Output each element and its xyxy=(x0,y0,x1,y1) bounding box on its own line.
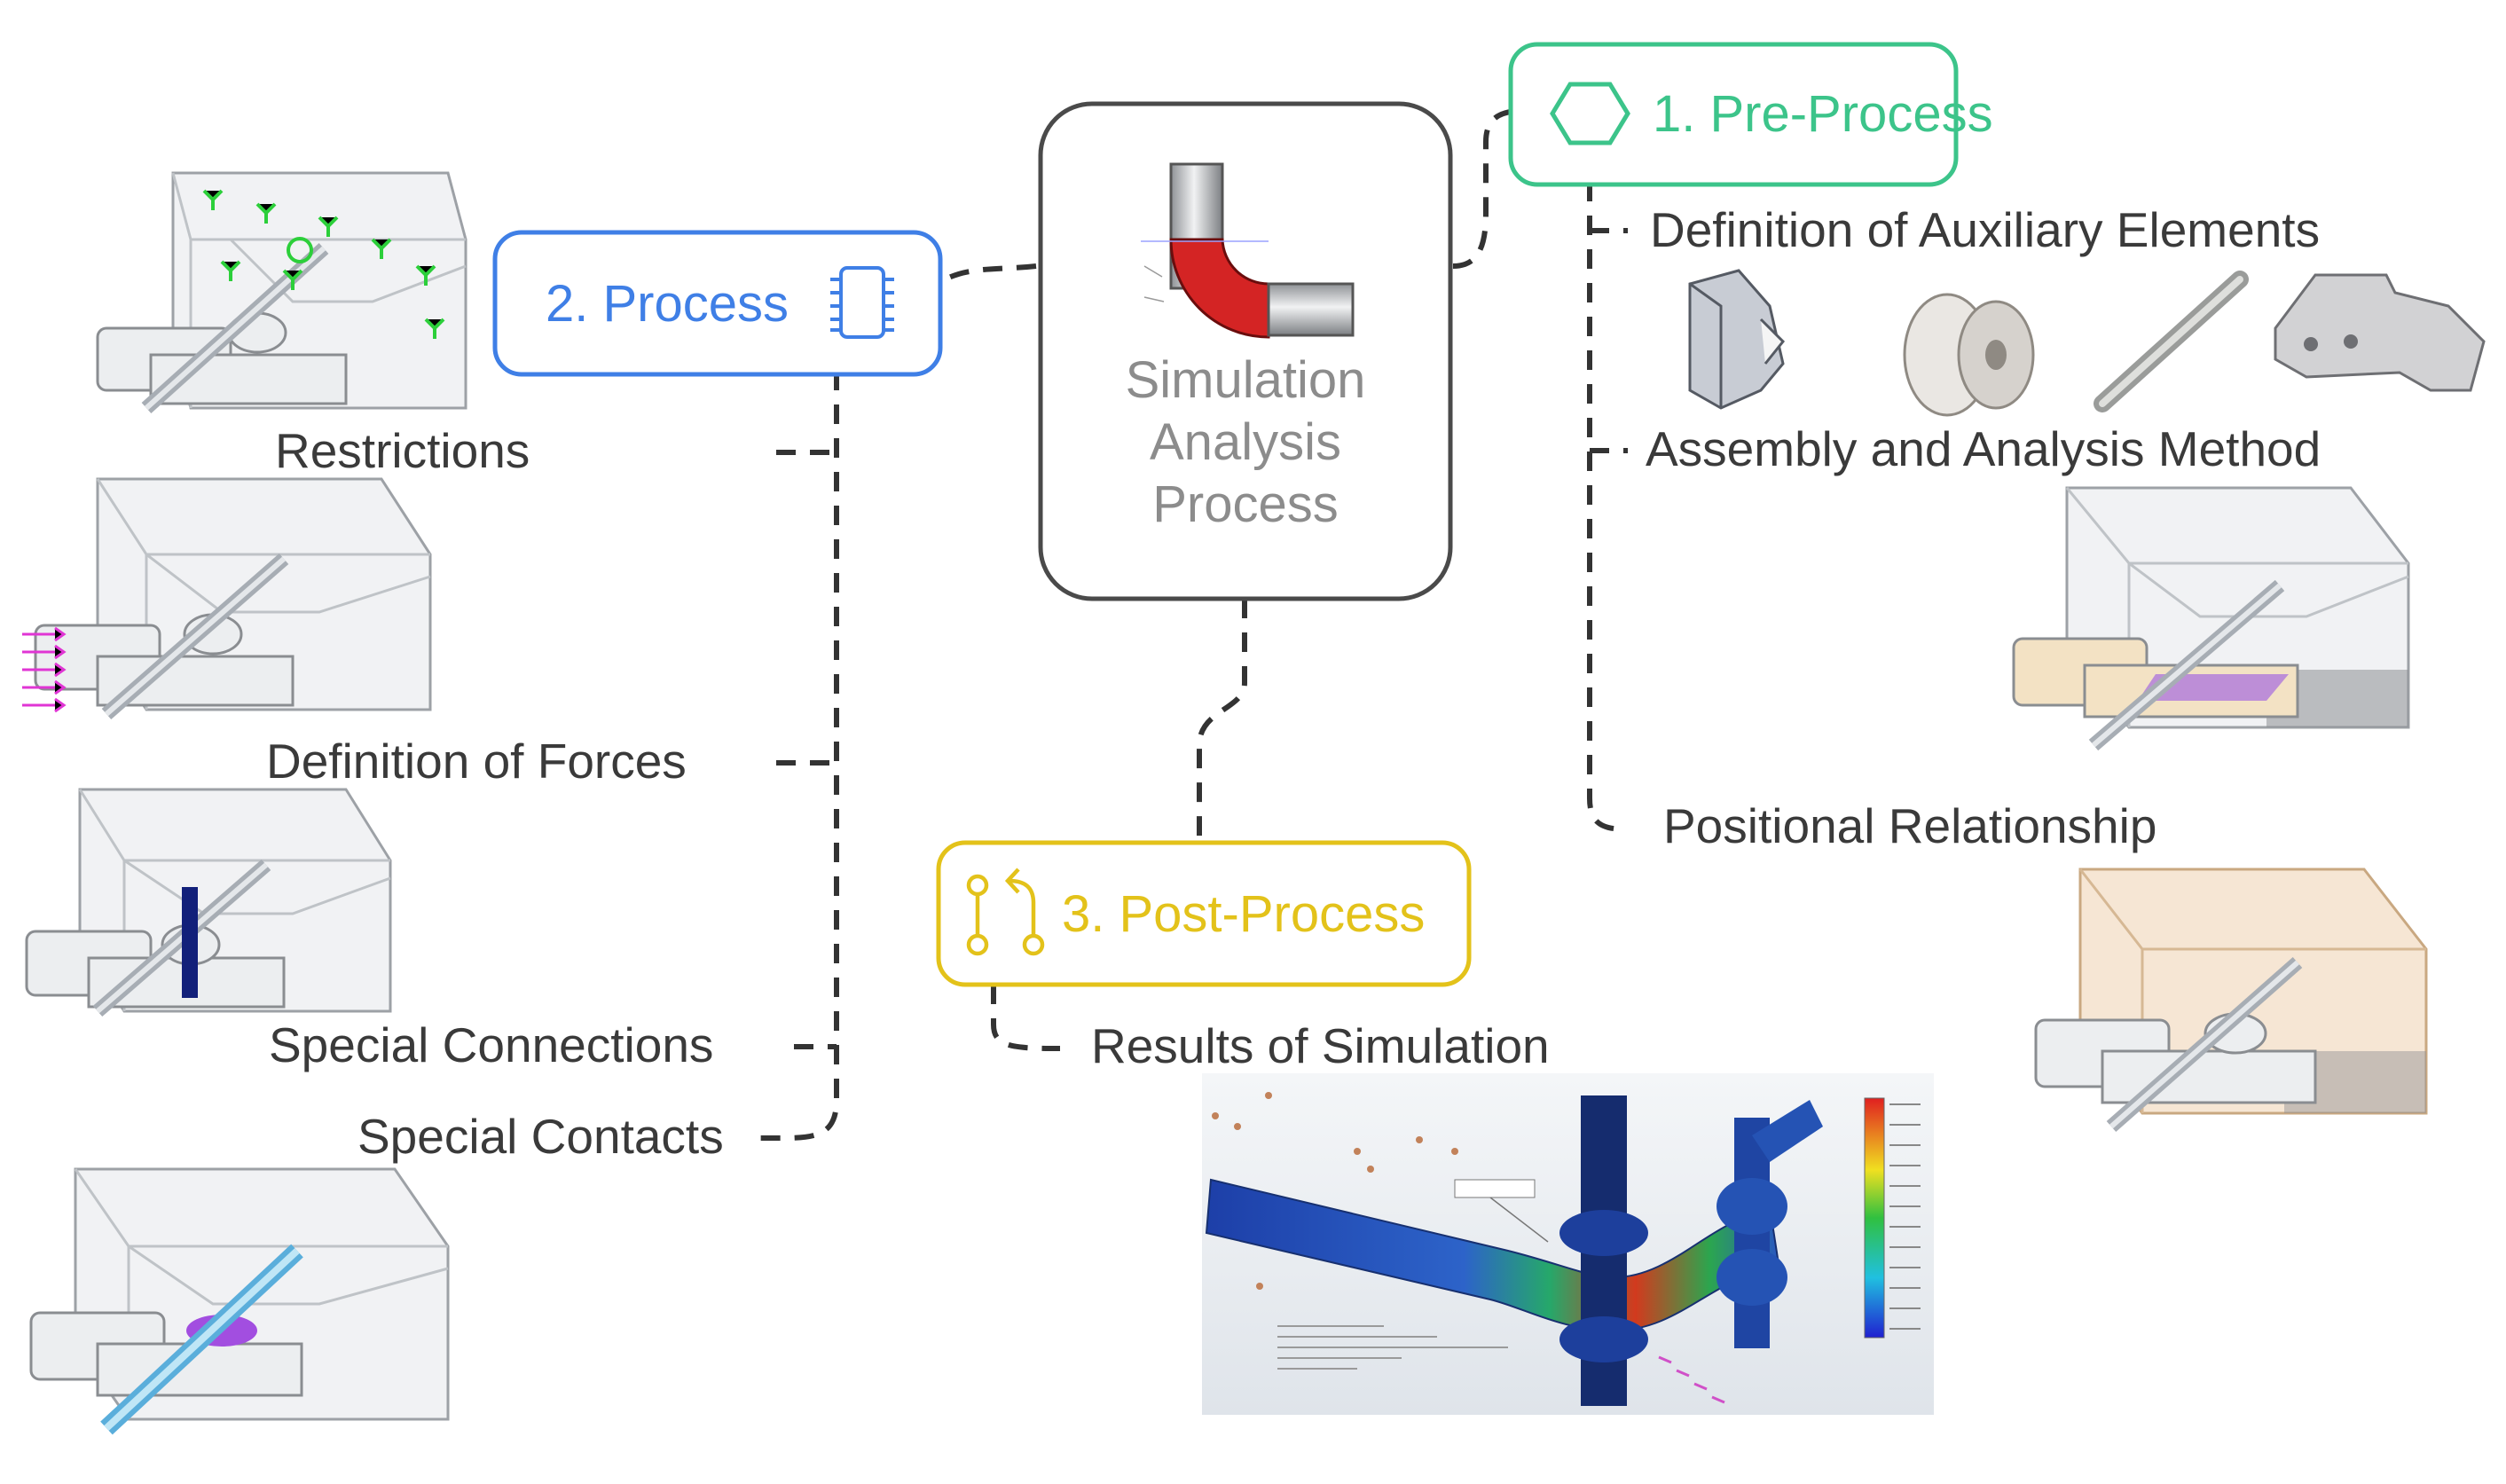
cad-thumbnail-contacts xyxy=(29,1167,450,1435)
label-restrictions: Restrictions xyxy=(275,423,530,478)
label-results-of-simulation: Results of Simulation xyxy=(1091,1018,1550,1073)
cad-thumbnail-positional xyxy=(2034,868,2428,1133)
pre-process-node: 1. Pre-Process xyxy=(1508,42,1993,187)
hexagon-icon xyxy=(1550,82,1630,145)
center-node: Simulation Analysis Process xyxy=(1038,101,1453,601)
center-line-2: Analysis xyxy=(1150,413,1341,471)
cad-thumbnail-connections xyxy=(25,788,392,1017)
label-assembly-and-analysis-method: Assembly and Analysis Method xyxy=(1646,421,2321,476)
cad-thumbnail-forces xyxy=(22,477,432,720)
process-node: 2. Process xyxy=(492,230,943,377)
label-special-connections: Special Connections xyxy=(269,1017,713,1072)
label-special-contacts: Special Contacts xyxy=(357,1109,724,1164)
label-definition-of-auxiliary-elements: Definition of Auxiliary Elements xyxy=(1650,202,2320,257)
simulation-result-image xyxy=(1202,1073,1934,1415)
chip-icon xyxy=(830,266,894,339)
cad-thumbnail-restrictions xyxy=(96,171,467,413)
auxiliary-element-link-plate xyxy=(2274,273,2486,392)
pre-process-label: 1. Pre-Process xyxy=(1653,85,1993,143)
auxiliary-element-rod xyxy=(2094,271,2249,412)
process-label: 2. Process xyxy=(546,275,789,333)
label-definition-of-forces: Definition of Forces xyxy=(266,734,687,789)
auxiliary-element-pulley xyxy=(1903,293,2035,417)
bent-pipe-icon xyxy=(1141,162,1355,339)
git-pull-request-icon xyxy=(966,868,1045,956)
post-process-node: 3. Post-Process xyxy=(936,840,1472,987)
post-process-label: 3. Post-Process xyxy=(1062,885,1425,943)
center-line-1: Simulation xyxy=(1126,351,1366,409)
connector-lines xyxy=(754,108,1629,1141)
auxiliary-element-bracket xyxy=(1688,269,1786,410)
label-positional-relationship: Positional Relationship xyxy=(1663,798,2156,853)
center-line-3: Process xyxy=(1152,475,1339,533)
cad-thumbnail-assembly xyxy=(2012,486,2410,751)
